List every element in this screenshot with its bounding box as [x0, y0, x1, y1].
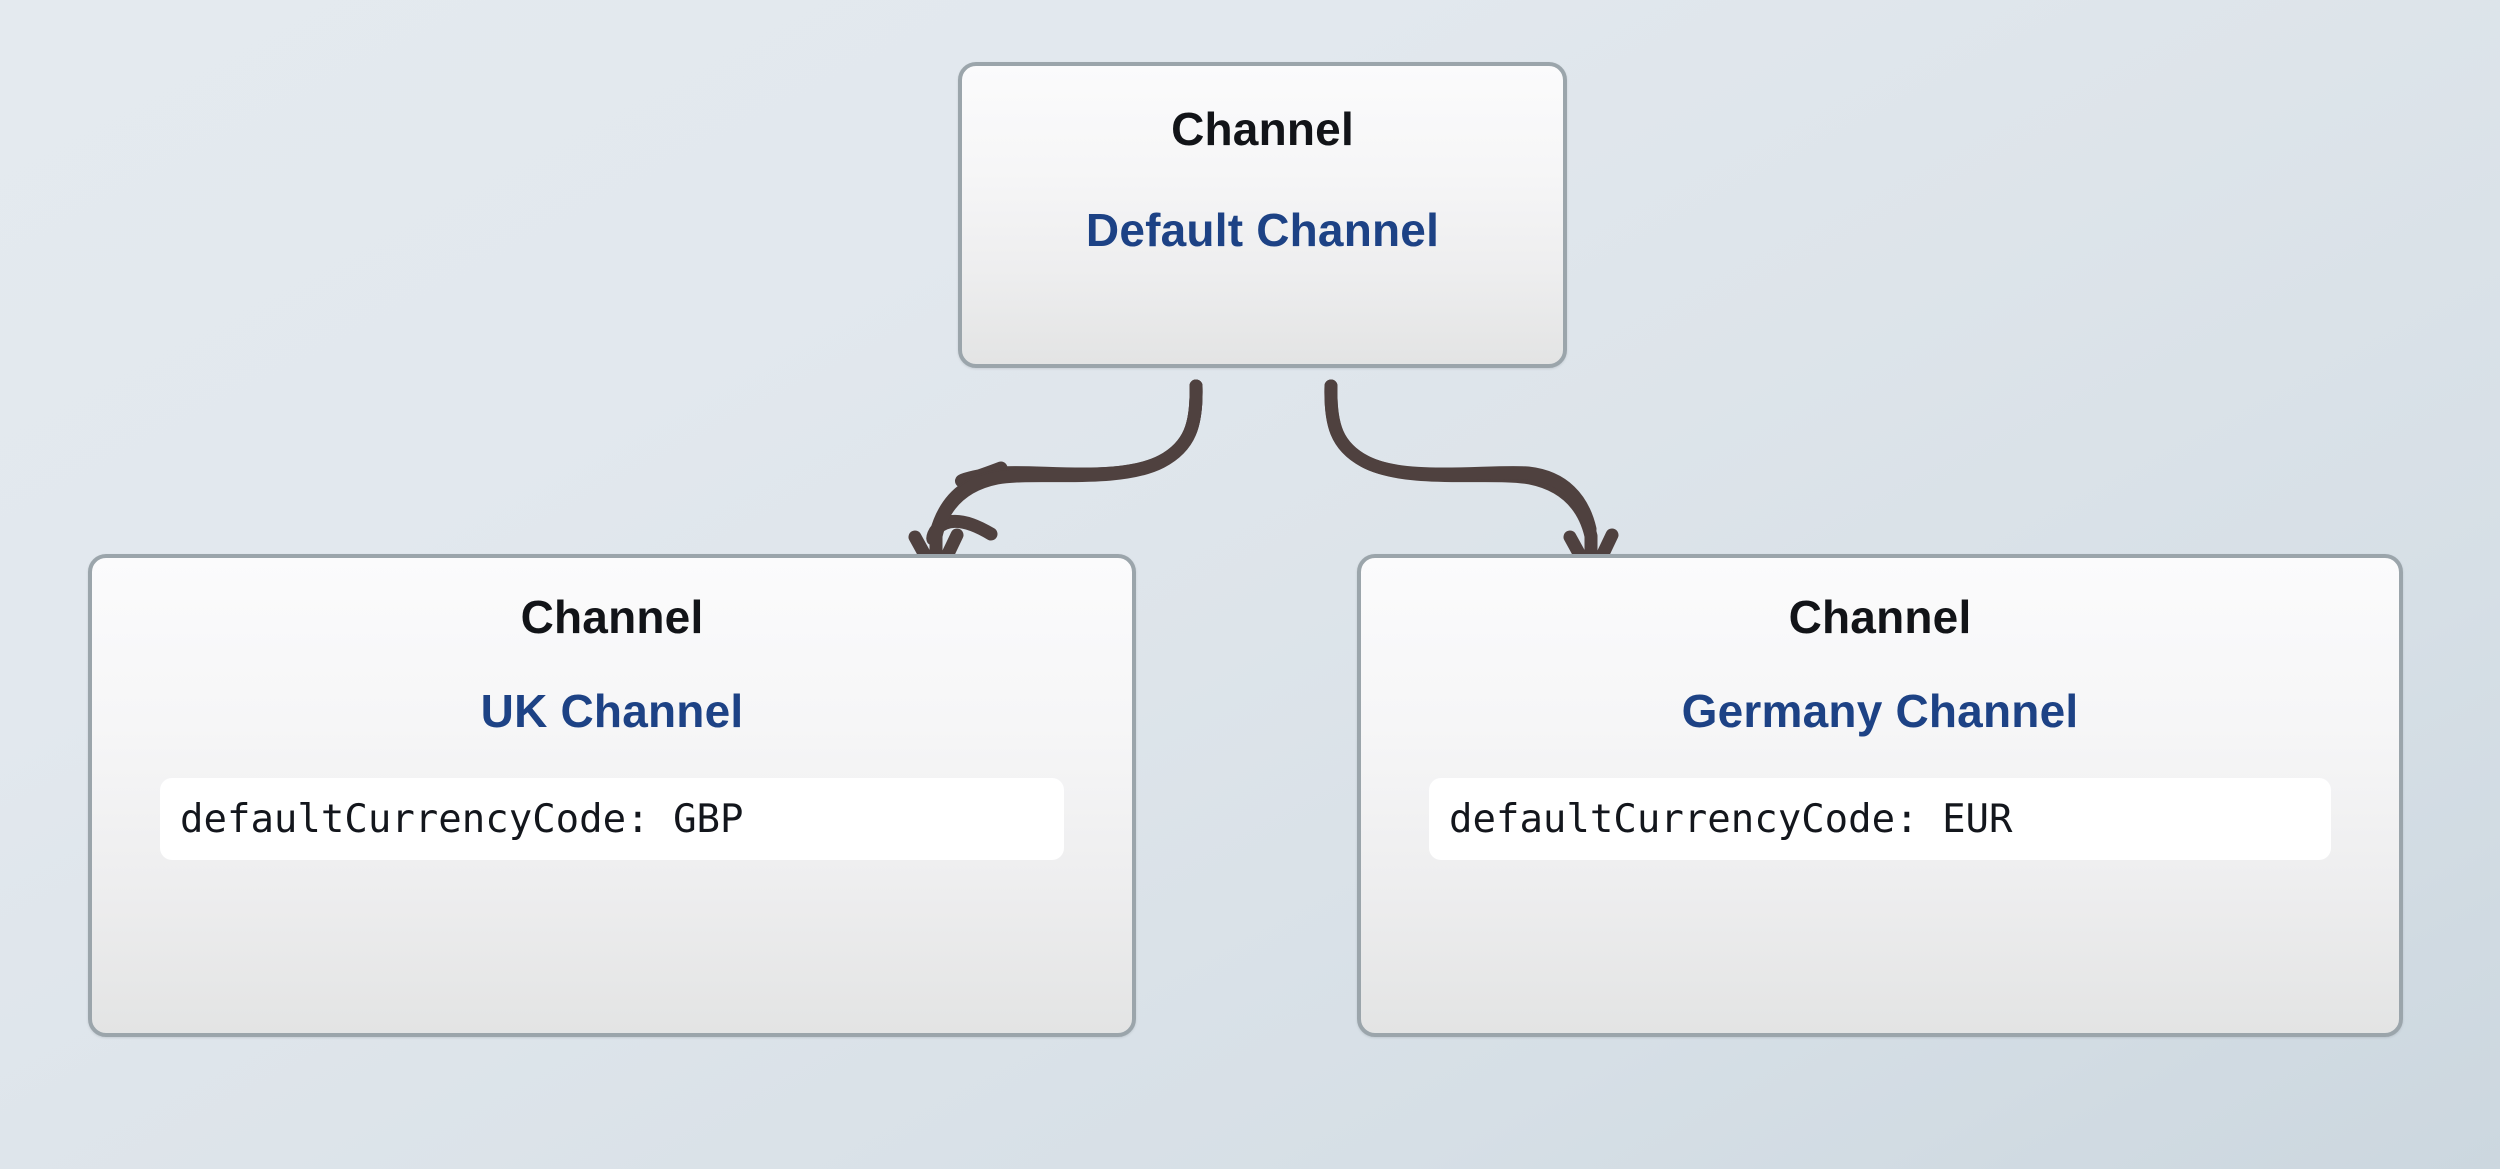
edge-root-to-uk: [908, 379, 1203, 584]
node-title-label: Default Channel: [1085, 204, 1440, 256]
node-title-label: Germany Channel: [1681, 685, 2079, 737]
node-title-label: UK Channel: [480, 685, 744, 737]
node-type-label: Channel: [1788, 591, 1972, 643]
property-default-currency-code: defaultCurrencyCode: GBP: [160, 778, 1064, 860]
node-type-label: Channel: [1171, 103, 1354, 155]
property-list: defaultCurrencyCode: GBP: [92, 778, 1132, 860]
property-default-currency-code: defaultCurrencyCode: EUR: [1429, 778, 2331, 860]
edge-root-to-de: [1324, 379, 1619, 584]
node-germany-channel[interactable]: Channel Germany Channel defaultCurrencyC…: [1357, 554, 2403, 1037]
node-type-label: Channel: [520, 591, 704, 643]
property-list: defaultCurrencyCode: EUR: [1361, 778, 2399, 860]
node-default-channel[interactable]: Channel Default Channel: [958, 62, 1567, 368]
node-uk-channel[interactable]: Channel UK Channel defaultCurrencyCode: …: [88, 554, 1136, 1037]
